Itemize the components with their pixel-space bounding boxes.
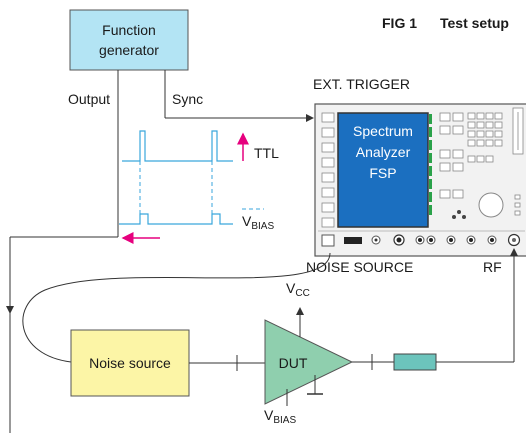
figure-number: FIG 1 [382,15,417,31]
figure-title: FIG 1 Test setup [382,15,509,31]
function-generator-label-line2: generator [99,42,159,58]
function-generator-block: Function generator [69,9,189,71]
left-softkeys [321,112,335,228]
arrow-keys [452,210,466,219]
usb-slot [344,237,362,244]
screen-label-line2: Analyzer [356,144,411,160]
side-indicators [514,194,521,216]
figure-title-text: Test setup [440,15,509,31]
attenuator [393,353,437,371]
analyzer-screen [337,112,429,228]
screen-label-line1: Spectrum [353,123,413,139]
sync-label: Sync [172,91,203,107]
output-label: Output [68,91,110,107]
vcc-label: VCC [286,280,310,299]
noise-source-cable [22,252,331,363]
dut-amplifier: DUT [264,319,354,405]
spectrum-analyzer: Spectrum Analyzer FSP [314,103,526,257]
vbias-label: VBIAS [242,213,274,232]
dut-vbias-label: VBIAS [264,407,296,426]
function-generator-label-line1: Function [102,22,156,38]
ttl-label: TTL [254,145,279,161]
power-switch [321,234,335,247]
screen-side-keys [429,114,432,215]
noise-source-label: Noise source [89,355,171,371]
noise-source-block: Noise source [70,329,190,397]
noise-source-port-label: NOISE SOURCE [306,259,413,275]
dut-label: DUT [279,355,308,371]
rotary-knob [478,192,504,218]
connector-row [371,234,497,246]
vbias-waveform [119,213,233,225]
ext-trigger-label: EXT. TRIGGER [313,76,410,92]
ttl-waveform [122,130,233,162]
screen-label-line3: FSP [369,165,396,181]
rf-port-label: RF [483,259,502,275]
right-keypad [439,112,503,199]
